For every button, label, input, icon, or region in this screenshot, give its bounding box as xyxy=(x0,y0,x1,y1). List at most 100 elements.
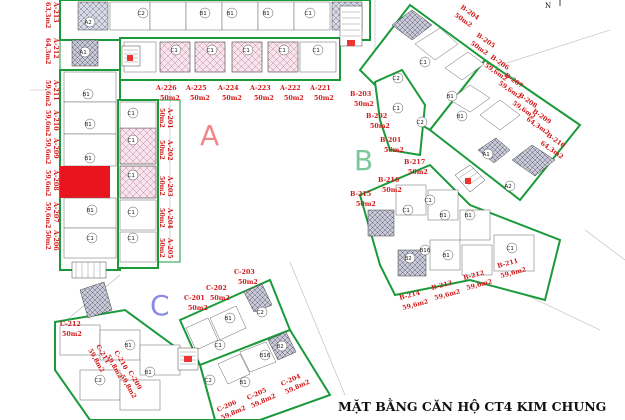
svg-text:50m2: 50m2 xyxy=(254,95,274,102)
svg-text:C1: C1 xyxy=(279,48,286,54)
svg-text:A-204: A-204 xyxy=(166,207,173,229)
svg-text:59,6m2: 59,6m2 xyxy=(44,138,51,164)
svg-text:A-203: A-203 xyxy=(166,175,173,197)
svg-text:B1: B1 xyxy=(263,11,270,17)
svg-text:A-209: A-209 xyxy=(52,137,59,159)
svg-text:50m2: 50m2 xyxy=(354,101,374,108)
svg-text:50m2: 50m2 xyxy=(382,187,402,194)
svg-text:C1: C1 xyxy=(215,343,222,349)
svg-text:A1: A1 xyxy=(80,50,87,56)
svg-text:50m2: 50m2 xyxy=(314,95,334,102)
svg-text:50m2: 50m2 xyxy=(408,169,428,176)
svg-text:A-224: A-224 xyxy=(217,85,239,92)
block-c-rooms: B1 C2 C1 B16 B2 B1 B1 B1 C2 C2 xyxy=(59,281,297,411)
svg-text:A-211: A-211 xyxy=(52,79,59,101)
svg-text:C1: C1 xyxy=(128,236,135,242)
svg-text:C2: C2 xyxy=(95,378,102,384)
svg-text:50m2: 50m2 xyxy=(158,208,165,228)
svg-text:C-202: C-202 xyxy=(206,285,227,292)
svg-text:C2: C2 xyxy=(417,120,424,126)
svg-text:B16: B16 xyxy=(260,353,271,359)
svg-text:C1: C1 xyxy=(507,246,514,252)
svg-text:C1: C1 xyxy=(425,198,432,204)
svg-text:A2: A2 xyxy=(85,20,92,26)
svg-text:B2: B2 xyxy=(277,344,284,350)
block-c-labels: C-201 50m2 C-202 50m2 C-203 50m2 C-212 5… xyxy=(60,269,311,420)
svg-text:B1: B1 xyxy=(225,316,232,322)
svg-text:50m2: 50m2 xyxy=(284,95,304,102)
block-c: B1 C2 C1 B16 B2 B1 B1 B1 C2 C2 xyxy=(54,278,332,420)
svg-text:A-225: A-225 xyxy=(185,85,207,92)
svg-text:C1: C1 xyxy=(128,111,135,117)
svg-text:50m2: 50m2 xyxy=(238,279,258,286)
svg-text:C-203: C-203 xyxy=(234,269,255,276)
svg-text:B-217: B-217 xyxy=(404,159,425,166)
svg-text:B1: B1 xyxy=(200,11,207,17)
svg-text:A-221: A-221 xyxy=(309,85,331,92)
stair-a-bottom xyxy=(71,261,107,279)
svg-text:A-213: A-213 xyxy=(52,1,59,23)
svg-text:50m2: 50m2 xyxy=(158,176,165,196)
svg-text:C1: C1 xyxy=(243,48,250,54)
svg-text:B-203: B-203 xyxy=(350,91,371,98)
svg-text:B1: B1 xyxy=(227,11,234,17)
svg-text:A-226: A-226 xyxy=(155,85,177,92)
svg-text:B1: B1 xyxy=(440,213,447,219)
svg-text:59,6m2: 59,6m2 xyxy=(44,170,51,196)
svg-text:C1: C1 xyxy=(420,60,427,66)
stair-a-right xyxy=(339,5,363,47)
compass-label: N xyxy=(545,2,551,10)
svg-text:A-205: A-205 xyxy=(166,237,173,259)
stair-a-top xyxy=(121,45,141,67)
svg-text:50m2: 50m2 xyxy=(158,238,165,258)
svg-text:50m2: 50m2 xyxy=(356,201,376,208)
svg-text:B-201: B-201 xyxy=(380,137,401,144)
svg-text:50m2: 50m2 xyxy=(210,295,230,302)
stair-c xyxy=(177,347,199,371)
svg-text:50m2: 50m2 xyxy=(384,147,404,154)
svg-text:A-208: A-208 xyxy=(52,169,59,191)
svg-text:B1: B1 xyxy=(240,380,247,386)
plan-title: MẶT BẰNG CĂN HỘ CT4 KIM CHUNG xyxy=(338,397,606,414)
svg-text:C-212: C-212 xyxy=(60,321,81,328)
svg-text:A-201: A-201 xyxy=(166,107,173,129)
svg-text:C-201: C-201 xyxy=(184,295,205,302)
svg-text:A2: A2 xyxy=(505,184,512,190)
svg-text:50m2: 50m2 xyxy=(44,230,51,250)
svg-text:59,6m2: 59,6m2 xyxy=(44,202,51,228)
svg-text:B-202: B-202 xyxy=(366,113,387,120)
svg-text:C1: C1 xyxy=(313,48,320,54)
block-a-marker: A xyxy=(200,119,219,152)
svg-text:C2: C2 xyxy=(205,378,212,384)
svg-text:64,3m2: 64,3m2 xyxy=(44,38,51,64)
svg-text:B16: B16 xyxy=(420,248,431,254)
svg-text:A-202: A-202 xyxy=(166,139,173,161)
block-b-rooms: C2 C1 C1 C2 B1 B1 A1 A2 xyxy=(391,9,556,192)
svg-text:B1: B1 xyxy=(443,253,450,259)
svg-text:B1: B1 xyxy=(87,208,94,214)
svg-text:A-212: A-212 xyxy=(52,37,59,59)
block-c-marker: C xyxy=(150,289,170,322)
svg-text:50m2: 50m2 xyxy=(158,108,165,128)
svg-text:63,3m2: 63,3m2 xyxy=(44,2,51,28)
svg-text:50m2: 50m2 xyxy=(62,331,82,338)
svg-text:B1: B1 xyxy=(83,92,90,98)
svg-text:B1: B1 xyxy=(85,122,92,128)
highlighted-unit-a-208 xyxy=(60,166,110,198)
block-a-left-rooms: A1 B1 B1 B1 B1 C1 xyxy=(60,39,117,259)
svg-text:C1: C1 xyxy=(128,138,135,144)
block-a-top-room-tags: A2 C2 B1 B1 B1 C1 xyxy=(85,7,316,28)
svg-text:59,6m2: 59,6m2 xyxy=(44,80,51,106)
svg-text:B2: B2 xyxy=(405,256,412,262)
svg-text:A1: A1 xyxy=(483,152,490,158)
svg-text:50m2: 50m2 xyxy=(188,305,208,312)
svg-text:C1: C1 xyxy=(393,106,400,112)
block-a-labels: A-213 63,3m2 A-212 64,3m2 A-211 59,6m2 A… xyxy=(44,1,334,259)
compass: N xyxy=(545,0,561,10)
svg-text:C1: C1 xyxy=(128,210,135,216)
svg-text:B1: B1 xyxy=(85,156,92,162)
svg-text:50m2: 50m2 xyxy=(222,95,242,102)
svg-text:B1: B1 xyxy=(465,213,472,219)
stair-b xyxy=(454,164,486,193)
svg-text:C1: C1 xyxy=(207,48,214,54)
